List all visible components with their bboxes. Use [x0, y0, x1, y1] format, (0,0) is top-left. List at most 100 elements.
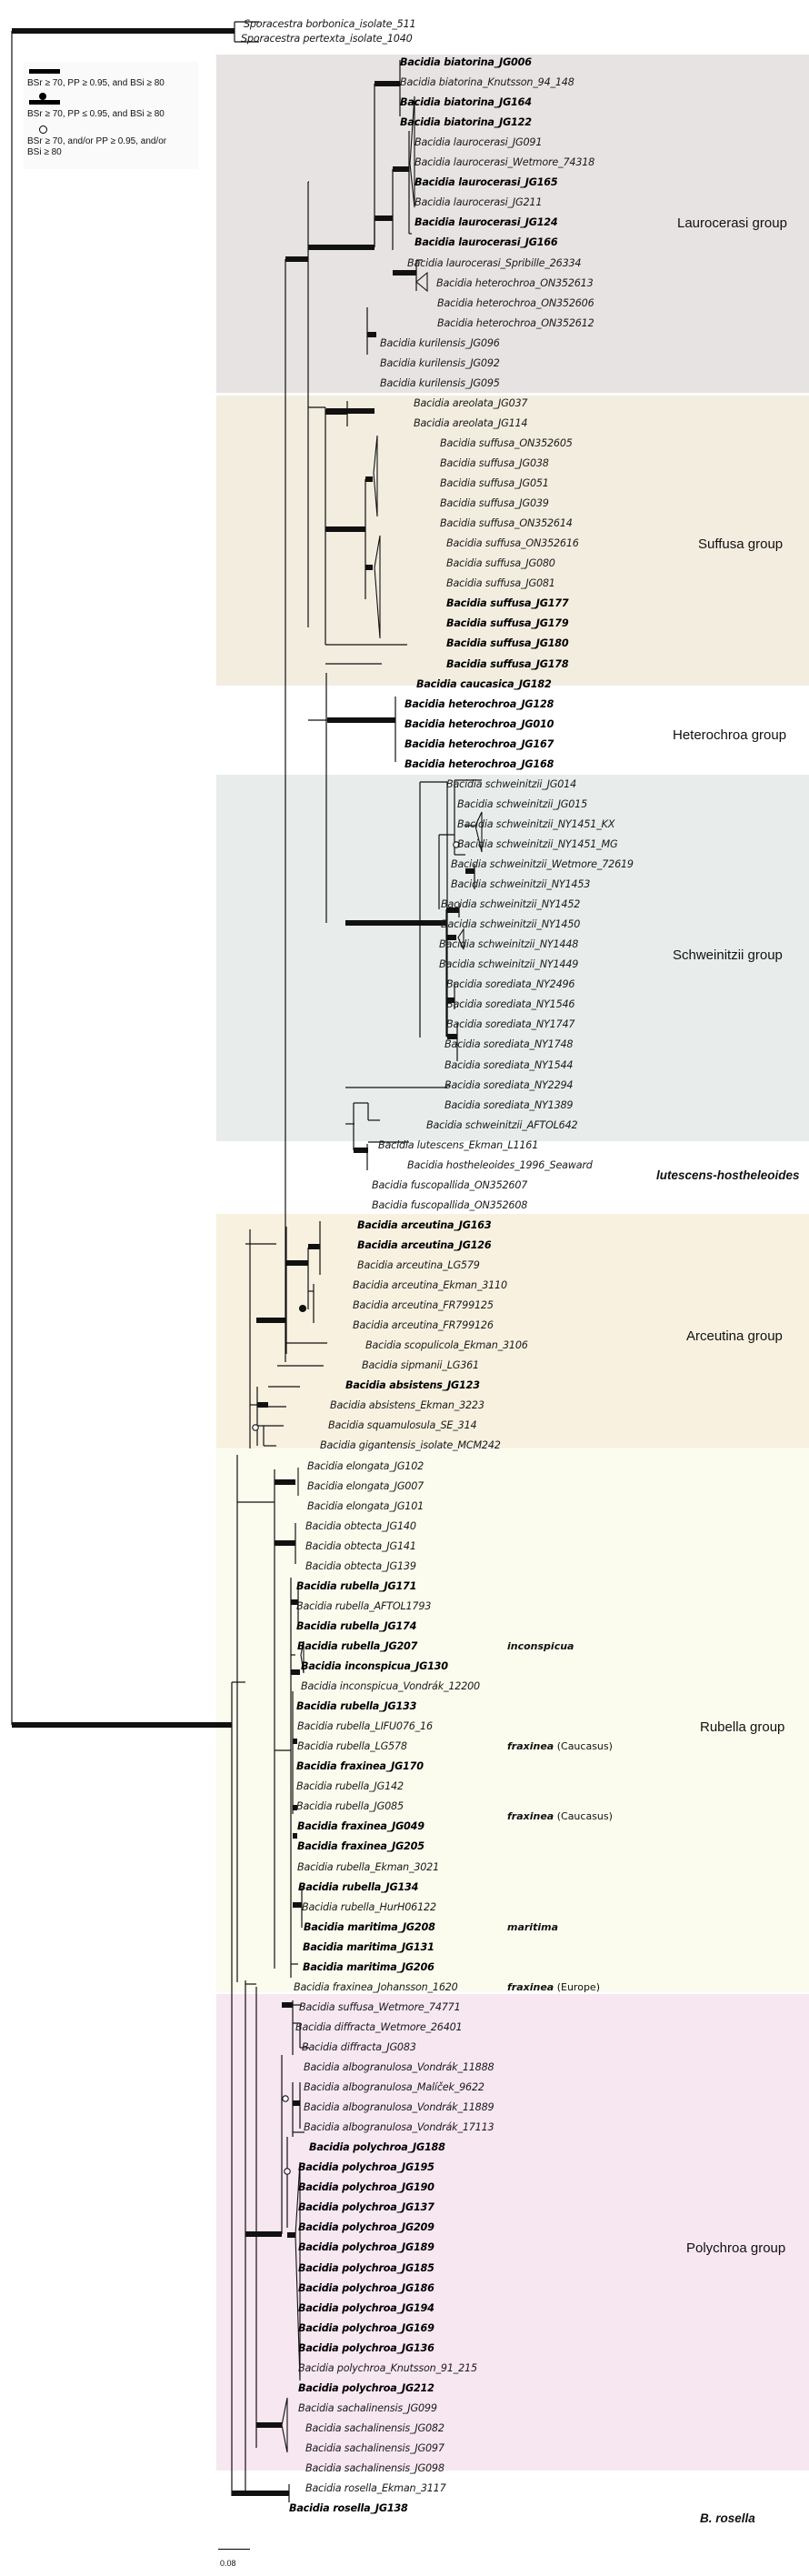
leaf-label: Bacidia suffusa_JG051 — [440, 477, 549, 490]
leaf-label: Bacidia heterochroa_ON352606 — [437, 296, 594, 309]
leaf-label: Bacidia rubella_JG207 — [297, 1639, 418, 1652]
leaf-label: Bacidia suffusa_JG177 — [446, 597, 569, 610]
leaf-label: Bacidia maritima_JG206 — [303, 1960, 434, 1973]
group-label: Heterochroa group — [673, 727, 787, 743]
leaf-label: Bacidia kurilensis_JG095 — [380, 376, 500, 389]
leaf-label: Bacidia laurocerasi_JG124 — [414, 216, 558, 229]
leaf-label: Bacidia schweinitzii_NY1449 — [439, 958, 579, 971]
leaf-label: Bacidia arceutina_LG579 — [357, 1259, 480, 1271]
leaf-label: Bacidia albogranulosa_Vondrák_11888 — [304, 2061, 494, 2073]
leaf-label: Bacidia sachalinensis_JG099 — [298, 2401, 437, 2414]
leaf-label: Bacidia obtecta_JG141 — [305, 1539, 416, 1552]
leaf-label: Bacidia polychroa_JG194 — [298, 2301, 434, 2314]
legend-item-1: BSr ≥ 70, PP ≥ 0.95, and BSi ≥ 80 — [27, 78, 165, 88]
leaf-label: Bacidia schweinitzii_NY1453 — [451, 878, 591, 891]
leaf-label: Bacidia albogranulosa_Vondrák_17113 — [304, 2121, 494, 2134]
leaf-label: Bacidia arceutina_JG163 — [357, 1218, 492, 1231]
leaf-label: Bacidia rubella_JG085 — [296, 1800, 404, 1813]
leaf-label: Bacidia sorediata_NY1544 — [444, 1058, 574, 1071]
leaf-label: Bacidia heterochroa_JG010 — [404, 717, 554, 730]
leaf-label: Bacidia arceutina_FR799125 — [353, 1299, 494, 1312]
support-legend: BSr ≥ 70, PP ≥ 0.95, and BSi ≥ 80 BSr ≥ … — [24, 62, 198, 169]
legend-open-circle-icon — [39, 125, 47, 134]
leaf-label: Bacidia inconspicua_JG130 — [301, 1660, 448, 1672]
leaf-label: Bacidia laurocerasi_JG166 — [414, 236, 558, 249]
leaf-label: Bacidia sorediata_NY1747 — [446, 1018, 575, 1031]
leaf-label: Bacidia squamulosula_SE_314 — [328, 1419, 477, 1432]
leaf-label: Bacidia rosella_JG138 — [289, 2502, 408, 2515]
leaf-label: Bacidia hostheleoides_1996_Seaward — [407, 1158, 593, 1171]
leaf-label: Bacidia sorediata_NY2496 — [446, 978, 575, 991]
leaf-label: Bacidia schweinitzii_NY1452 — [441, 898, 581, 911]
leaf-label: Bacidia rosella_Ekman_3117 — [305, 2482, 446, 2495]
legend-thick-branch-icon — [29, 100, 60, 105]
leaf-label: Bacidia rubella_JG134 — [298, 1880, 419, 1893]
scale-bar — [218, 2549, 250, 2550]
leaf-label: Bacidia biatorina_JG006 — [400, 56, 532, 68]
leaf-label: Bacidia elongata_JG102 — [307, 1459, 424, 1472]
leaf-label: Bacidia areolata_JG114 — [414, 416, 528, 429]
leaf-label: Bacidia polychroa_Knutsson_91_215 — [298, 2361, 477, 2374]
open-circle-support-icon — [282, 2095, 289, 2102]
leaf-label: Sporacestra pertexta_isolate_1040 — [241, 33, 413, 45]
side-label-species: inconspicua — [507, 1639, 574, 1652]
leaf-label: Bacidia schweinitzii_JG015 — [457, 797, 588, 810]
leaf-label: Bacidia polychroa_JG209 — [298, 2221, 434, 2234]
leaf-label: Bacidia inconspicua_Vondrák_12200 — [301, 1680, 480, 1693]
leaf-label: Bacidia schweinitzii_NY1451_MG — [457, 837, 618, 850]
leaf-label: Bacidia biatorina_Knutsson_94_148 — [400, 76, 574, 89]
leaf-label: Bacidia schweinitzii_JG014 — [446, 777, 577, 790]
leaf-label: Bacidia schweinitzii_Wetmore_72619 — [451, 858, 634, 870]
leaf-label: Bacidia arceutina_Ekman_3110 — [353, 1279, 507, 1292]
leaf-label: Bacidia polychroa_JG169 — [298, 2321, 434, 2334]
filled-dot-support-icon — [298, 1304, 307, 1313]
leaf-label: Bacidia suffusa_JG179 — [446, 617, 569, 630]
leaf-label: Bacidia kurilensis_JG092 — [380, 356, 500, 369]
leaf-label: Bacidia suffusa_Wetmore_74771 — [299, 2000, 461, 2013]
leaf-label: Bacidia laurocerasi_JG211 — [414, 196, 543, 209]
collapsed-clade-triangle — [373, 435, 378, 517]
leaf-label: Bacidia sorediata_NY1748 — [444, 1038, 574, 1051]
leaf-label: Bacidia maritima_JG131 — [303, 1940, 434, 1953]
leaf-label: Bacidia diffracta_JG083 — [302, 2040, 416, 2053]
leaf-label: Bacidia biatorina_JG164 — [400, 96, 532, 109]
leaf-label: Bacidia albogranulosa_Malíček_9622 — [304, 2081, 484, 2094]
open-circle-support-icon — [453, 841, 460, 848]
leaf-label: Bacidia polychroa_JG190 — [298, 2181, 434, 2194]
group-label: B. rosella — [700, 2511, 755, 2526]
leaf-label: Bacidia polychroa_JG188 — [309, 2141, 445, 2154]
leaf-label: Bacidia polychroa_JG186 — [298, 2281, 434, 2294]
leaf-label: Bacidia fraxinea_JG049 — [297, 1820, 424, 1833]
leaf-label: Bacidia sachalinensis_JG097 — [305, 2441, 444, 2454]
side-label: fraxinea (Caucasus) — [507, 1810, 613, 1822]
leaf-label: Bacidia suffusa_JG039 — [440, 497, 549, 510]
leaf-label: Bacidia sorediata_NY1389 — [444, 1098, 574, 1111]
leaf-label: Bacidia schweinitzii_AFTOL642 — [426, 1118, 578, 1131]
collapsed-clade-triangle — [295, 2161, 301, 2381]
leaf-label: Bacidia gigantensis_isolate_MCM242 — [320, 1439, 501, 1452]
legend-item-2: BSr ≥ 70, PP ≤ 0.95, and BSi ≥ 80 — [27, 109, 165, 119]
leaf-label: Bacidia polychroa_JG185 — [298, 2261, 434, 2274]
leaf-label: Bacidia sorediata_NY1546 — [446, 998, 575, 1011]
band-schweinitzii — [216, 775, 809, 1141]
leaf-label: Bacidia heterochroa_JG128 — [404, 697, 554, 710]
leaf-label: Bacidia biatorina_JG122 — [400, 116, 532, 129]
leaf-label: Bacidia suffusa_JG081 — [446, 577, 555, 590]
leaf-label: Bacidia rubella_JG142 — [296, 1780, 404, 1793]
leaf-label: Bacidia schweinitzii_NY1450 — [441, 918, 581, 931]
leaf-label: Bacidia laurocerasi_JG091 — [414, 136, 543, 149]
leaf-label: Bacidia suffusa_JG038 — [440, 457, 549, 469]
side-label-species: maritima — [507, 1920, 558, 1933]
collapsed-clade-triangle — [409, 95, 415, 208]
leaf-label: Bacidia sachalinensis_JG082 — [305, 2421, 444, 2434]
band-arceutina — [216, 1214, 809, 1448]
side-label: inconspicua — [507, 1640, 574, 1652]
leaf-label: Bacidia polychroa_JG189 — [298, 2241, 434, 2254]
leaf-label: Bacidia caucasica_JG182 — [416, 677, 552, 690]
side-label-region: (Caucasus) — [554, 1740, 613, 1753]
leaf-label: Bacidia sipmanii_LG361 — [362, 1359, 479, 1372]
leaf-label: Bacidia schweinitzii_NY1448 — [439, 938, 579, 951]
collapsed-clade-triangle — [281, 2397, 288, 2453]
leaf-label: Bacidia polychroa_JG136 — [298, 2341, 434, 2354]
